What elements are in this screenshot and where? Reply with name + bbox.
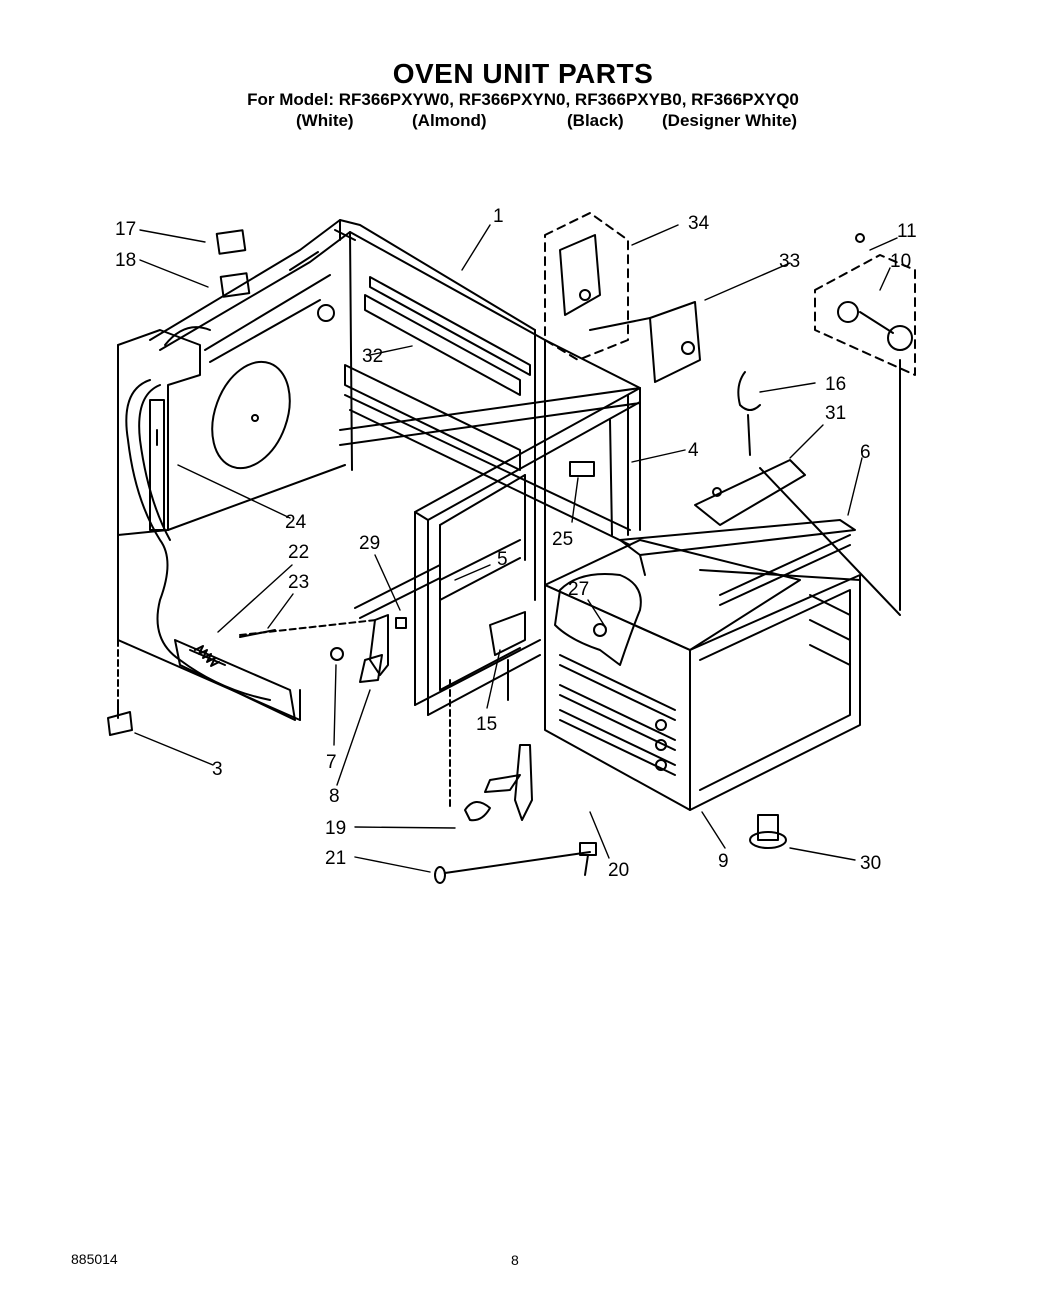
leader-lines bbox=[134, 224, 898, 873]
front-frame bbox=[354, 387, 641, 716]
callout-15: 15 bbox=[476, 714, 497, 735]
callout-29: 29 bbox=[359, 533, 380, 554]
callout-5: 5 bbox=[497, 549, 508, 570]
callout-23: 23 bbox=[288, 572, 309, 593]
callout-24: 24 bbox=[285, 512, 307, 533]
callout-30: 30 bbox=[860, 853, 881, 874]
oven-chassis bbox=[117, 219, 641, 721]
oven-cavity bbox=[544, 539, 861, 811]
callout-9: 9 bbox=[718, 851, 729, 872]
callout-27: 27 bbox=[568, 579, 589, 600]
callout-6: 6 bbox=[860, 442, 871, 463]
callout-10: 10 bbox=[890, 251, 911, 272]
page-title: OVEN UNIT PARTS bbox=[392, 58, 654, 89]
callout-8: 8 bbox=[329, 786, 340, 807]
callout-16: 16 bbox=[825, 374, 846, 395]
callout-4: 4 bbox=[688, 440, 699, 461]
callout-19: 19 bbox=[325, 818, 346, 839]
color-almond: (Almond) bbox=[412, 111, 487, 130]
callout-11: 11 bbox=[897, 221, 917, 242]
callout-22: 22 bbox=[288, 542, 309, 563]
callout-17: 17 bbox=[115, 219, 136, 240]
color-black: (Black) bbox=[567, 111, 624, 130]
callout-3: 3 bbox=[212, 759, 223, 780]
callout-1: 1 bbox=[493, 206, 504, 227]
page-number: 8 bbox=[511, 1252, 519, 1268]
callout-numbers: 1 3 4 5 6 7 8 9 10 11 15 16 17 18 19 20 … bbox=[115, 206, 917, 881]
callout-7: 7 bbox=[326, 752, 337, 773]
small-parts bbox=[107, 212, 916, 884]
callout-20: 20 bbox=[608, 860, 629, 881]
callout-31: 31 bbox=[825, 403, 846, 424]
document-number: 885014 bbox=[71, 1251, 118, 1267]
broil-burner bbox=[619, 519, 861, 666]
model-list: For Model: RF366PXYW0, RF366PXYN0, RF366… bbox=[247, 90, 799, 109]
color-designer-white: (Designer White) bbox=[662, 111, 798, 130]
callout-25: 25 bbox=[552, 529, 573, 550]
callout-34: 34 bbox=[688, 213, 710, 234]
callout-32: 32 bbox=[362, 346, 383, 367]
callout-21: 21 bbox=[325, 848, 346, 869]
callout-18: 18 bbox=[115, 250, 136, 271]
callout-33: 33 bbox=[779, 251, 800, 272]
color-white: (White) bbox=[296, 111, 354, 130]
